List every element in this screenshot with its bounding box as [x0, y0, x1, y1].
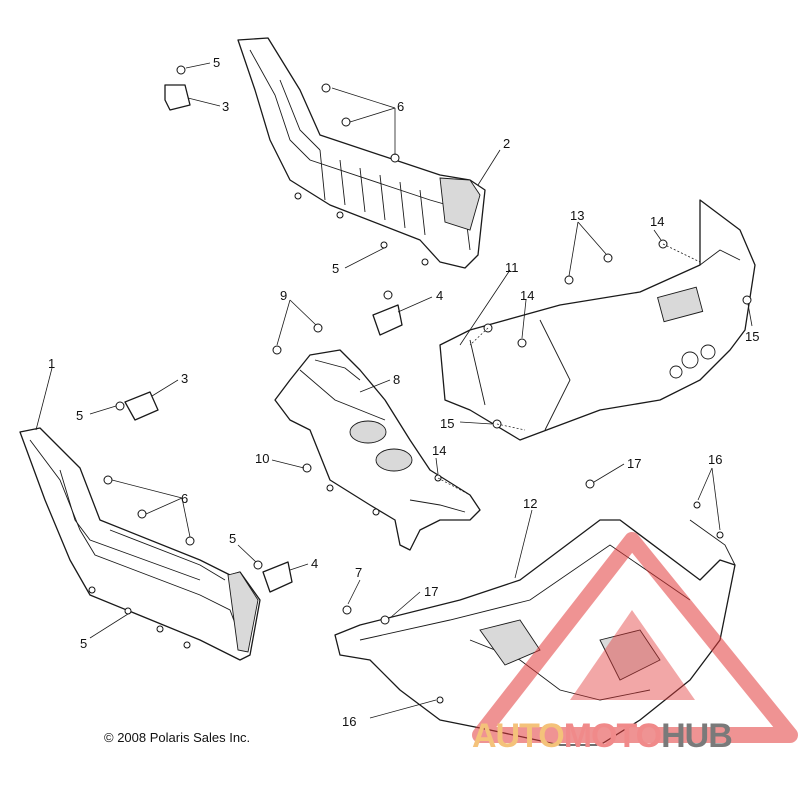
callout-15: 15: [440, 416, 454, 431]
callout-5: 5: [213, 55, 220, 70]
callout-12: 12: [523, 496, 537, 511]
part-1-lower-footrest: [19, 427, 261, 661]
copyright-notice: © 2008 Polaris Sales Inc.: [104, 730, 251, 745]
part-12-floor-tub: [334, 519, 736, 746]
callout-16: 16: [708, 452, 722, 467]
watermark-moto: MOTO: [563, 717, 662, 755]
watermark-auto: AUTO: [472, 717, 565, 755]
callout-17: 17: [424, 584, 438, 599]
callout-2: 2: [503, 136, 510, 151]
callout-11: 11: [505, 260, 519, 275]
part-2-upper-footrest: [237, 37, 486, 269]
callout-14: 14: [520, 288, 534, 303]
callout-labels: 5 3 6 2 5 4 9 1 3 5 8 10 6 5 4 5 14 11 1…: [48, 55, 759, 729]
callout-6: 6: [181, 491, 188, 506]
callout-9: 9: [280, 288, 287, 303]
part-11-seat-base-panel: [439, 199, 756, 441]
watermark-text: AUTOMOTOHUB: [472, 717, 733, 756]
watermark-hub: HUB: [661, 717, 733, 755]
callout-8: 8: [393, 372, 400, 387]
callout-5: 5: [229, 531, 236, 546]
callout-5: 5: [332, 261, 339, 276]
callout-4: 4: [436, 288, 443, 303]
callout-5: 5: [76, 408, 83, 423]
part-8-center-console: [274, 349, 481, 551]
callout-6: 6: [397, 99, 404, 114]
callout-15: 15: [745, 329, 759, 344]
fasteners: [88, 65, 752, 704]
callout-14: 14: [432, 443, 446, 458]
callout-1: 1: [48, 356, 55, 371]
part-4-bracket-upper: [372, 304, 403, 336]
watermark-logo-icon: [472, 532, 798, 743]
part-3-bracket-upper: [164, 84, 191, 111]
part-3-bracket-lower: [124, 391, 159, 421]
part-4-bracket-lower: [262, 561, 293, 593]
callout-10: 10: [255, 451, 269, 466]
callout-7: 7: [355, 565, 362, 580]
callout-13: 13: [570, 208, 584, 223]
callout-4: 4: [311, 556, 318, 571]
callout-5: 5: [80, 636, 87, 651]
callout-3: 3: [222, 99, 229, 114]
callout-3: 3: [181, 371, 188, 386]
leader-lines: [35, 62, 753, 719]
callout-17: 17: [627, 456, 641, 471]
callout-16: 16: [342, 714, 356, 729]
callout-14: 14: [650, 214, 664, 229]
